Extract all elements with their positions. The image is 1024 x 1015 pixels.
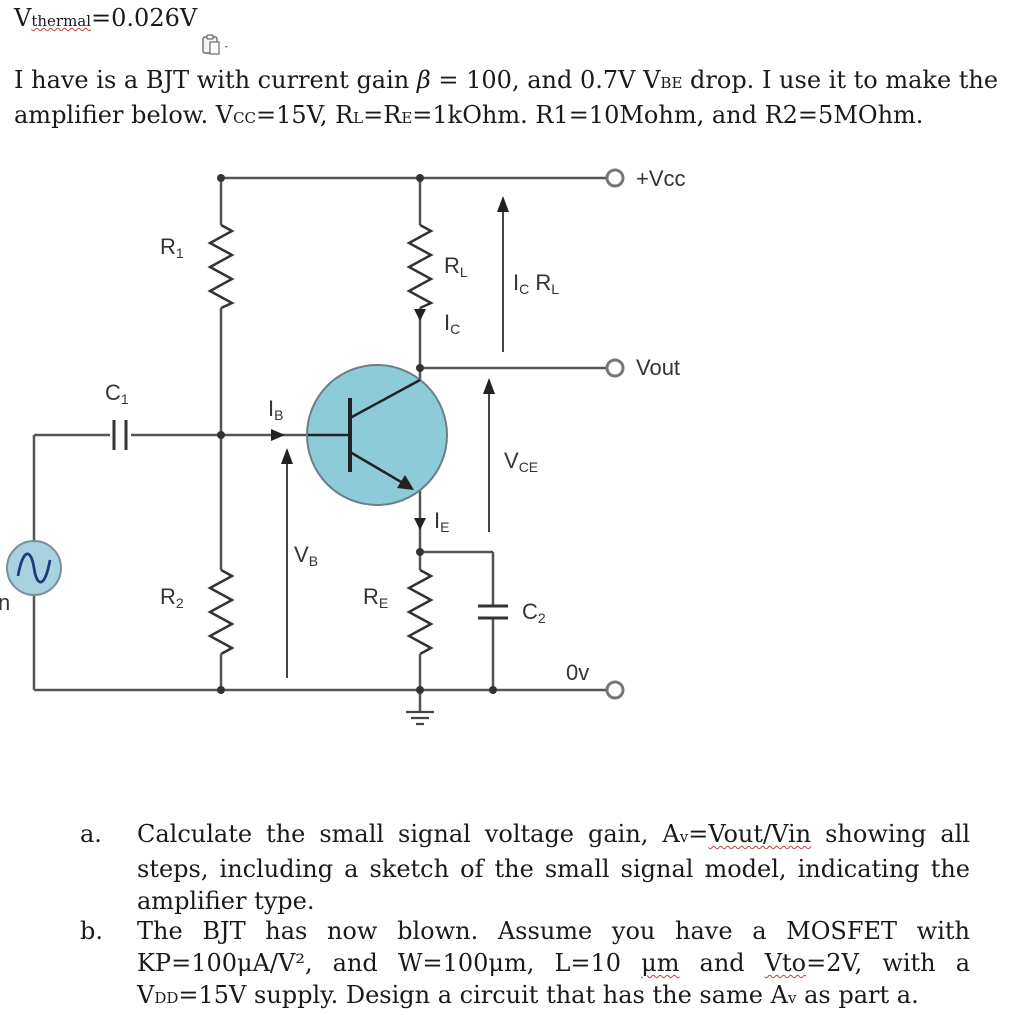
q-sub: DD bbox=[154, 989, 179, 1007]
current-arrows bbox=[271, 309, 426, 530]
ic-label: IC bbox=[444, 310, 460, 337]
question-b: b. The BJT has now blown. Assume you hav… bbox=[80, 915, 970, 1014]
vin-partial-label: n bbox=[0, 590, 10, 615]
c1-label: C1 bbox=[105, 380, 129, 407]
vb-label: VB bbox=[294, 542, 318, 569]
vthermal-sub: thermal bbox=[31, 12, 92, 30]
c2-capacitor bbox=[478, 604, 508, 620]
q-sub: v bbox=[679, 828, 689, 846]
voltage-arrows bbox=[286, 210, 504, 678]
intro-line-1: I have is a BJT with current gain β = 10… bbox=[14, 64, 1014, 99]
q-text: =2V, with a V bbox=[137, 949, 970, 1009]
beta-symbol: β bbox=[416, 66, 431, 94]
intro-text: = 100, and 0.7V V bbox=[430, 66, 661, 94]
intro-text: =R bbox=[363, 101, 402, 129]
vcc-sub: CC bbox=[233, 109, 257, 127]
vthermal-value: =0.026V bbox=[91, 4, 198, 32]
vthermal-line: Vthermal=0.026V bbox=[14, 4, 197, 32]
vout-label: Vout bbox=[636, 355, 680, 380]
q-sub: v bbox=[787, 989, 797, 1007]
vce-label: VCE bbox=[504, 448, 538, 475]
q-text: The BJT has now blown. Assume you have a… bbox=[137, 917, 970, 977]
npn-transistor-icon bbox=[306, 364, 448, 506]
question-a-number: a. bbox=[80, 820, 102, 848]
r2-label: R2 bbox=[160, 584, 184, 611]
zero-volt-label: 0v bbox=[566, 660, 589, 685]
question-a: a. Calculate the small signal voltage ga… bbox=[80, 818, 970, 917]
q-text-flagged: Vout/Vin bbox=[708, 820, 812, 848]
intro-text: =1kOhm. R1=10Mohm, and R2=5MOhm. bbox=[412, 101, 924, 129]
question-b-text: The BJT has now blown. Assume you have a… bbox=[137, 915, 970, 1014]
q-text: Calculate the small signal voltage gain,… bbox=[137, 820, 680, 848]
c1-capacitor bbox=[112, 420, 128, 450]
q-text: and bbox=[679, 949, 765, 977]
paste-options-icon[interactable] bbox=[201, 34, 231, 56]
q-text: = bbox=[688, 820, 709, 848]
re-label: RE bbox=[363, 584, 388, 611]
ground-symbol bbox=[406, 710, 434, 726]
re-sub: E bbox=[401, 109, 413, 127]
intro-text: =15V, R bbox=[256, 101, 354, 129]
circuit-wires bbox=[32, 176, 608, 712]
ground-terminal bbox=[605, 680, 625, 700]
q-text: , and W=100μm, L=10 bbox=[304, 949, 642, 977]
ib-label: IB bbox=[268, 396, 283, 423]
question-a-text: Calculate the small signal voltage gain,… bbox=[137, 818, 970, 917]
ac-source-icon bbox=[6, 540, 62, 596]
intro-text: drop. I use it to make the bbox=[682, 66, 999, 94]
q-text: showing all steps, including a sketch of… bbox=[137, 820, 970, 915]
q-text: as part a. bbox=[796, 981, 919, 1009]
intro-text: I have is a BJT with current gain bbox=[14, 66, 417, 94]
rl-label: RL bbox=[444, 253, 468, 280]
intro-line-2: amplifier below. VCC=15V, RL=RE=1kOhm. R… bbox=[14, 99, 1014, 134]
intro-text: amplifier below. V bbox=[14, 101, 234, 129]
q-text-flagged: Vto bbox=[764, 949, 807, 977]
q-text-flagged: μm bbox=[641, 949, 680, 977]
ie-label: IE bbox=[434, 508, 449, 535]
vcc-label: +Vcc bbox=[636, 166, 686, 191]
amplifier-circuit-diagram: +Vcc Vout 0v R1 R2 C1 C2 RL RE IC IC RL … bbox=[0, 166, 686, 726]
question-b-number: b. bbox=[80, 917, 103, 945]
intro-paragraph: I have is a BJT with current gain β = 10… bbox=[14, 64, 1014, 134]
vthermal-prefix: V bbox=[14, 4, 32, 32]
junction-dots bbox=[217, 174, 497, 694]
vout-terminal bbox=[605, 358, 625, 378]
rl-sub: L bbox=[353, 109, 364, 127]
vbe-sub: BE bbox=[660, 74, 683, 92]
q-text: =15V supply. Design a circuit that has t… bbox=[178, 981, 788, 1009]
icrl-label: IC RL bbox=[513, 270, 559, 297]
r1-label: R1 bbox=[160, 234, 184, 261]
c2-label: C2 bbox=[522, 599, 546, 626]
vcc-terminal bbox=[605, 168, 625, 188]
